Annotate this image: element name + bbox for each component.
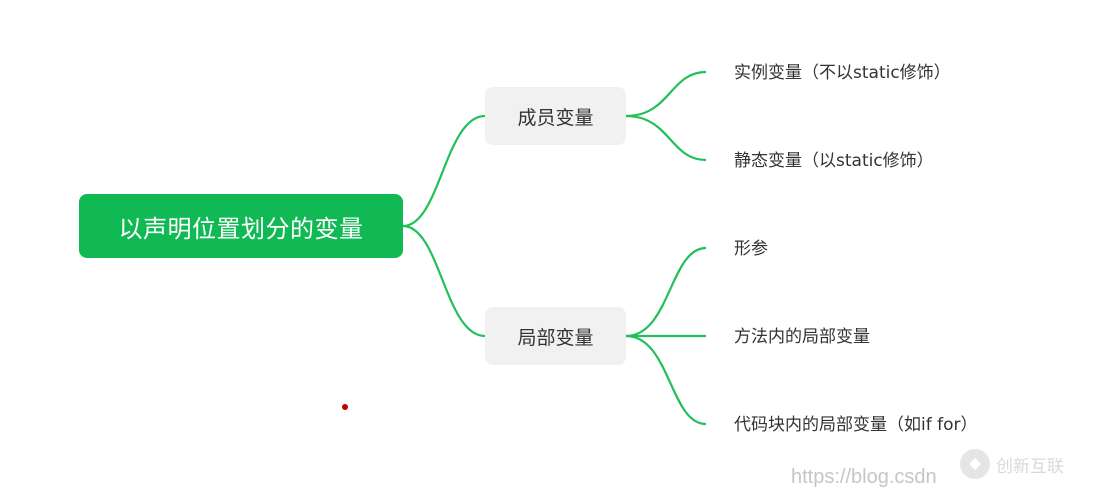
link-root-to-member: [402, 114, 486, 228]
link-local-to-param: [625, 246, 707, 338]
link-member-to-static: [625, 114, 707, 162]
leaf-label: 静态变量（以static修饰）: [734, 151, 934, 171]
branch-label: 成员变量: [517, 106, 594, 129]
root-label: 以声明位置划分的变量: [118, 214, 364, 243]
leaf-parameter[interactable]: 形参: [734, 238, 768, 260]
branch-node-local-variable[interactable]: 局部变量: [485, 307, 626, 365]
watermark-url: https://blog.csdn: [791, 466, 937, 488]
branch-node-member-variable[interactable]: 成员变量: [485, 87, 626, 145]
leaf-static-variable[interactable]: 静态变量（以static修饰）: [734, 150, 934, 172]
root-node[interactable]: 以声明位置划分的变量: [79, 194, 403, 258]
leaf-label: 代码块内的局部变量（如if for）: [734, 415, 978, 435]
leaf-instance-variable[interactable]: 实例变量（不以static修饰）: [734, 62, 951, 84]
stray-red-dot: [342, 404, 348, 410]
watermark-logo-text: 创新互联: [996, 456, 1064, 477]
link-local-to-block: [625, 334, 707, 426]
leaf-label: 实例变量（不以static修饰）: [734, 63, 951, 83]
leaf-block-local-variable[interactable]: 代码块内的局部变量（如if for）: [734, 414, 978, 436]
logo-mark-icon: [960, 449, 990, 479]
leaf-method-local-variable[interactable]: 方法内的局部变量: [734, 326, 870, 348]
leaf-label: 方法内的局部变量: [734, 327, 870, 347]
leaf-label: 形参: [734, 239, 768, 259]
watermark-logo: 创新互联: [960, 443, 1098, 485]
link-member-to-instance: [625, 70, 707, 118]
branch-label: 局部变量: [517, 326, 594, 349]
link-root-to-local: [402, 224, 486, 338]
